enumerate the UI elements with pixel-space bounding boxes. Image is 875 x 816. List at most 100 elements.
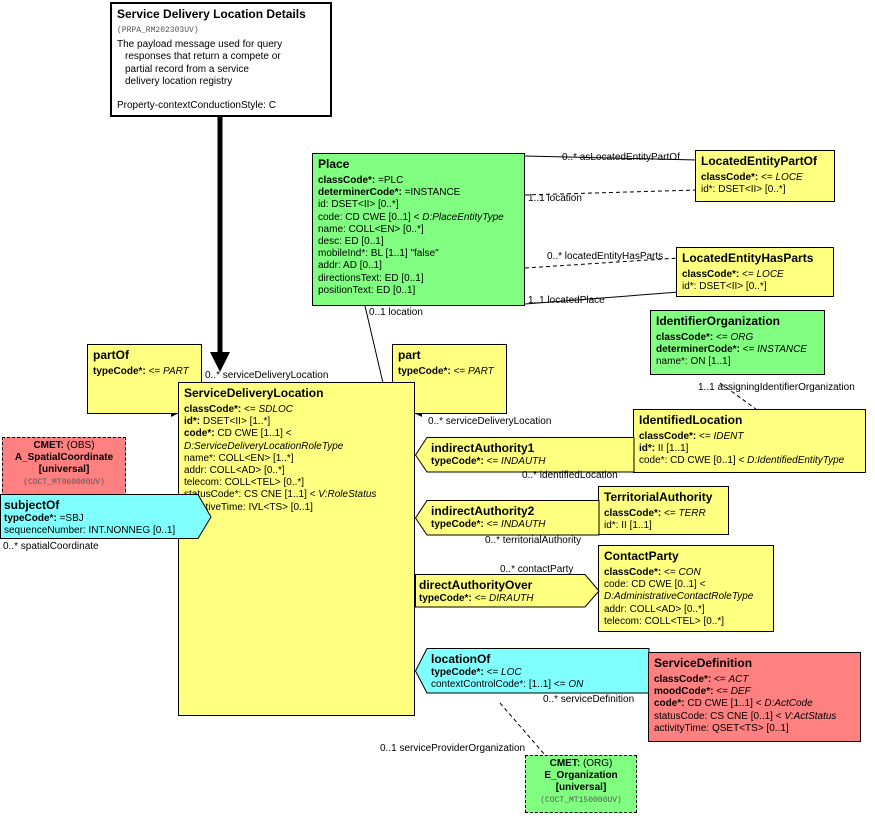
attribute-type: DSET<II> [0..*] [715, 184, 786, 196]
label-service-definition: 0..* serviceDefinition [543, 694, 635, 705]
cmet-spatial-coordinate[interactable]: CMET: (OBS) A_SpatialCoordinate [univers… [2, 437, 126, 497]
label-location-place: 0..1 location [369, 307, 423, 318]
cmet-org-id: (COCT_MT150000UV) [540, 795, 622, 805]
attribute-vocab: ORG [730, 332, 754, 343]
subject-of-shape [0, 494, 212, 539]
attribute-type: ED [0..1] [381, 272, 424, 284]
label-location-top: 1..1 location [528, 193, 582, 204]
attribute-type: <= [145, 366, 164, 377]
attribute-row: classCode*: <= SDLOC [184, 404, 409, 416]
attribute-type: QSET<TS> [0..1] [709, 722, 789, 734]
attribute-row: typeCode*: <= DIRAUTH [419, 593, 586, 605]
attribute-row: typeCode*: <= INDAUTH [431, 519, 594, 531]
attribute-vocab: D:AdministrativeContactRoleType [604, 591, 754, 603]
attribute-type: AD [0..1] [340, 260, 382, 272]
attribute-row: contextControlCode*: [1..1] <= ON [431, 679, 644, 691]
part-of-title: partOf [93, 348, 129, 362]
place-to-hasparts-dashed [524, 257, 680, 269]
attribute-row: desc: ED [0..1] [318, 236, 519, 248]
attribute-type: CD CWE [0..1] < [667, 455, 748, 467]
attribute-name: typeCode*: [431, 456, 484, 467]
attribute-row: name: COLL<EN> [0..*] [318, 224, 519, 236]
cmet-e-organization[interactable]: CMET: (ORG) E_Organization [universal] (… [525, 755, 637, 813]
attribute-type: DSET<II> [0..*] [696, 281, 767, 293]
attribute-row: typeCode*: <= PART [398, 366, 501, 378]
locationof-to-cmetorg-dashed [499, 702, 546, 756]
place-to-hasparts-line [524, 291, 680, 305]
service-definition-title: ServiceDefinition [654, 656, 753, 670]
attribute-row: moodCode*: <= DEF [654, 686, 855, 698]
attribute-type: DSET<II> [1..*] [200, 416, 271, 428]
attribute-type: COLL<AD> [0..*] [626, 603, 705, 615]
attribute-row: classCode*: <= CON [604, 567, 768, 579]
attribute-row: classCode*: =PLC [318, 175, 519, 187]
attribute-name: classCode*: [656, 332, 714, 343]
attribute-type: <= [758, 172, 776, 183]
attribute-vocab: D:PlaceEntityType [422, 211, 504, 223]
direct-authority-over-class[interactable]: directAuthorityOver typeCode*: <= DIRAUT… [415, 575, 590, 607]
attribute-name: id*: [639, 443, 656, 455]
attribute-row: activityTime: QSET<TS> [0..1] [654, 723, 855, 735]
cmet-obs-id: (COCT_MT960000UV) [23, 477, 105, 487]
attribute-name: typeCode*: [4, 513, 57, 524]
attribute-row: sequenceNumber: INT.NONNEG [0..1] [4, 525, 196, 537]
attribute-row: code: CD CWE [0..1] < D:PlaceEntityType [318, 212, 519, 224]
attribute-row: directionsText: ED [0..1] [318, 273, 519, 285]
attribute-name: sequenceNumber: [4, 525, 86, 536]
attribute-vocab: INDAUTH [501, 519, 546, 530]
located-has-parts-title: LocatedEntityHasParts [682, 251, 814, 265]
attribute-type: =PLC [375, 175, 404, 186]
indirect-authority1-shape [415, 437, 635, 473]
cmet-org-name: E_Organization [544, 770, 618, 782]
attribute-name: telecom: [184, 477, 222, 489]
attribute-row: code*: CD CWE [1..1] < D:ActCode [654, 698, 855, 710]
cmet-obs-label: CMET: [33, 440, 64, 451]
attribute-row: classCode*: <= ORG [656, 332, 819, 344]
attribute-row: code*: CD CWE [0..1] < D:IdentifiedEntit… [639, 455, 860, 467]
indirect1-attributes: typeCode*: <= INDAUTH [431, 456, 629, 468]
attribute-type: II [1..1] [655, 443, 689, 455]
attribute-name: id*: [682, 281, 697, 293]
attribute-type: COLL<EN> [1..*] [215, 452, 294, 464]
attribute-name: contextControlCode*: [431, 679, 527, 690]
identifier-organization-class[interactable]: IdentifierOrganization classCode*: <= OR… [650, 310, 825, 375]
attribute-type: ED [0..1] [373, 284, 416, 296]
located-entity-has-parts-class[interactable]: LocatedEntityHasParts classCode*: <= LOC… [676, 247, 834, 297]
indirect-authority2-class[interactable]: indirectAuthority2 typeCode*: <= INDAUTH [415, 501, 598, 535]
header-title: Service Delivery Location Details [117, 7, 306, 21]
attribute-name: classCode*: [604, 567, 662, 578]
attribute-type: CS CNE [1..1] < [241, 489, 319, 501]
attribute-name: name*: [184, 452, 216, 464]
attribute-type: <= [483, 667, 502, 678]
attribute-name: typeCode*: [431, 667, 484, 678]
location-of-title: locationOf [431, 652, 491, 666]
service-delivery-location-class[interactable]: ServiceDeliveryLocation classCode*: <= S… [178, 382, 415, 716]
attribute-type: CD CWE [0..1] < [342, 211, 423, 223]
attribute-vocab: CON [678, 567, 701, 578]
label-service-delivery-location2: 0..* serviceDeliveryLocation [428, 416, 552, 427]
territorial-authority-class[interactable]: TerritorialAuthority classCode*: <= TERR… [598, 486, 729, 535]
identified-location-title: IdentifiedLocation [639, 413, 743, 427]
label-located-place: 1..1 locatedPlace [528, 295, 605, 306]
attribute-vocab: DIRAUTH [489, 593, 534, 604]
place-title: Place [318, 157, 350, 171]
attribute-type: ED [0..1] [341, 236, 384, 248]
attribute-row: determinerCode*: <= INSTANCE [656, 344, 819, 356]
indirect-authority1-class[interactable]: indirectAuthority1 typeCode*: <= INDAUTH [415, 438, 633, 472]
attribute-vocab: V:ActStatus [784, 710, 837, 722]
attribute-type: CD CWE [1..1] < [214, 428, 292, 440]
attribute-row: name*: COLL<EN> [1..*] [184, 453, 409, 465]
